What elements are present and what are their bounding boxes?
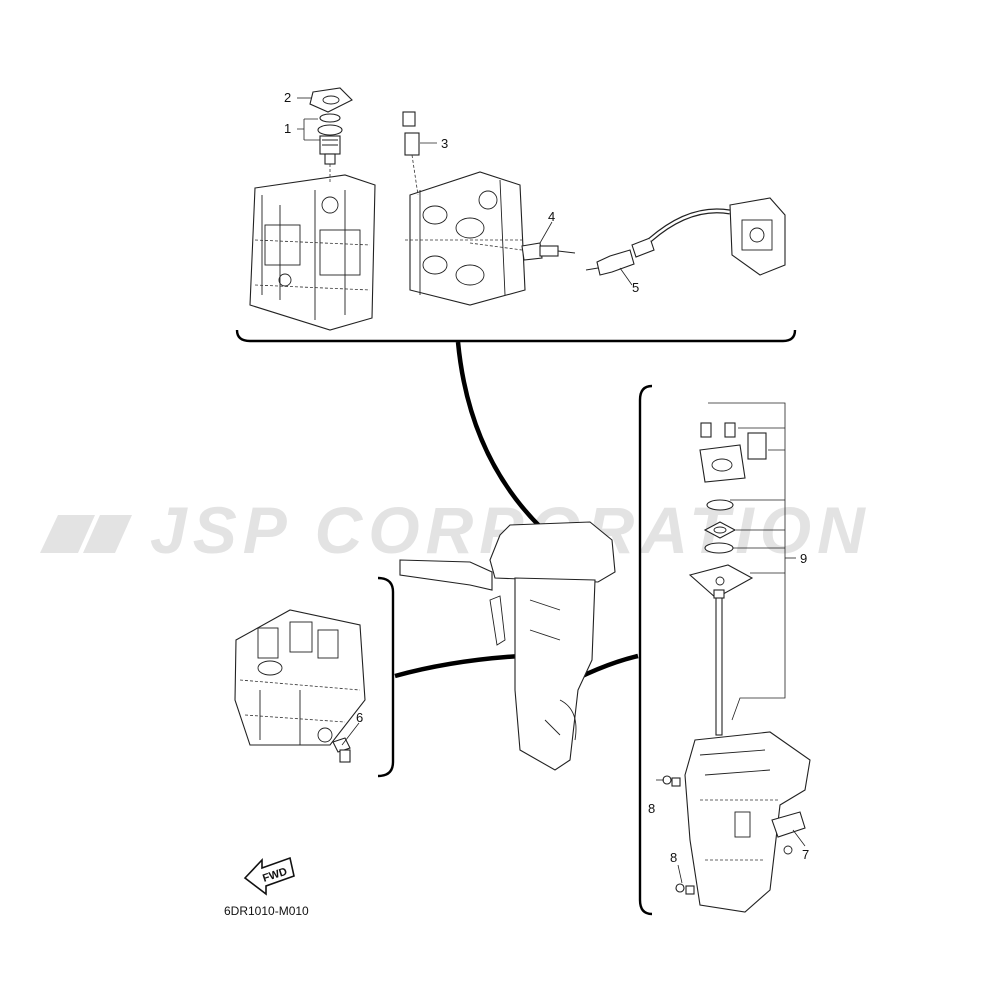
spark-plug-part	[469, 242, 576, 261]
cylinder-head-drawing	[405, 171, 526, 306]
lower-unit-drawing	[684, 731, 811, 913]
callout-1: 1	[284, 121, 291, 136]
top-group-bracket	[235, 329, 797, 343]
leader-lines	[297, 97, 806, 884]
exhaust-guide-drawing	[234, 609, 366, 746]
drain-bolt-part	[332, 737, 351, 763]
fuel-pump-drawing	[729, 197, 786, 276]
drive-shaft-drawing	[713, 589, 725, 736]
callout-5: 5	[632, 280, 639, 295]
callout-2: 2	[284, 90, 291, 105]
trim-tab-anode	[771, 811, 806, 855]
callout-6: 6	[356, 710, 363, 725]
impeller-kit-drawing	[688, 499, 754, 599]
fwd-arrow-icon: FWD	[243, 856, 295, 896]
right-group-bracket	[638, 384, 653, 916]
callout-8-upper: 8	[648, 801, 655, 816]
outboard-motor-drawing	[399, 521, 616, 771]
left-group-bracket	[377, 576, 395, 778]
cylinder-block-drawing	[249, 174, 376, 331]
callout-7: 7	[802, 847, 809, 862]
thermostat-assembly	[317, 124, 343, 182]
water-pump-housing-drawing	[699, 422, 767, 483]
fuel-hose	[648, 208, 731, 242]
washer-8b	[675, 883, 695, 895]
callout-8-lower: 8	[670, 850, 677, 865]
callout-4: 4	[548, 209, 555, 224]
figure-code: 6DR1010-M010	[224, 904, 309, 918]
washer-8a	[662, 775, 681, 787]
fuel-connector-part	[585, 237, 655, 276]
callout-3: 3	[441, 136, 448, 151]
anode-part	[402, 111, 420, 196]
thermostat-cover	[309, 87, 353, 123]
callout-9: 9	[800, 551, 807, 566]
watermark-logo-icon	[40, 515, 132, 553]
